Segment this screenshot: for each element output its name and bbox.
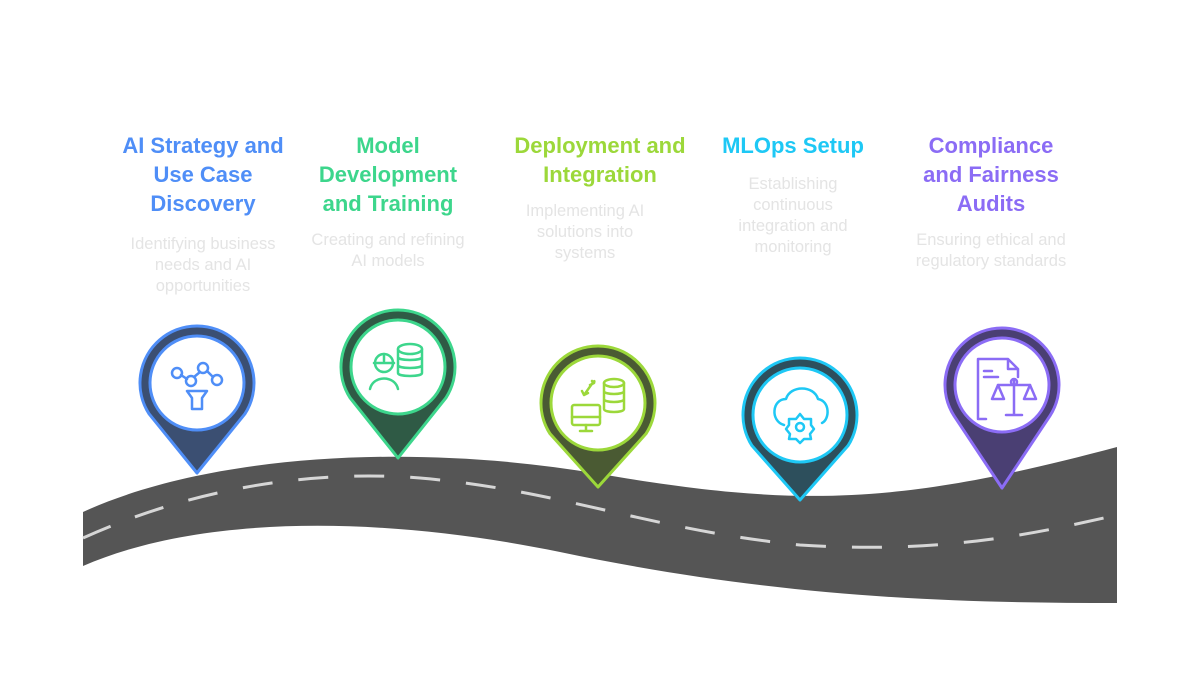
step-5: Compliance and Fairness Audits Ensuring … [891, 131, 1091, 272]
map-pin-4 [741, 356, 859, 502]
document-scales-icon [976, 357, 1038, 421]
pin-circle [148, 334, 246, 432]
step-description: Establishing continuous integration and … [738, 175, 848, 256]
step-description: Implementing AI solutions into systems [525, 202, 645, 262]
cloud-gear-icon [773, 387, 829, 445]
road-center-line [82, 474, 1118, 549]
map-pin-1 [138, 324, 256, 475]
step-1: AI Strategy and Use Case Discovery Ident… [103, 131, 303, 297]
step-description: Ensuring ethical and regulatory standard… [915, 231, 1067, 270]
step-title: AI Strategy and Use Case Discovery [122, 133, 284, 216]
map-pin-5 [943, 326, 1061, 490]
step-title: Deployment and Integration [514, 133, 686, 187]
step-description: Creating and refining AI models [311, 231, 465, 270]
funnel-network-icon [170, 361, 224, 411]
map-pin-3 [539, 344, 657, 489]
pin-circle [549, 354, 647, 452]
engineer-database-icon [368, 342, 424, 391]
step-title: Compliance and Fairness Audits [923, 133, 1059, 216]
step-3: Deployment and Integration Implementing … [500, 131, 700, 264]
step-description: Identifying business needs and AI opport… [130, 235, 276, 295]
step-2: Model Development and Training Creating … [288, 131, 488, 272]
monitor-database-sync-icon [570, 377, 626, 433]
step-4: MLOps Setup Establishing continuous inte… [693, 131, 893, 258]
step-title: Model Development and Training [318, 133, 458, 216]
step-title: MLOps Setup [722, 133, 864, 158]
road [83, 447, 1117, 603]
map-pin-2 [339, 308, 457, 460]
